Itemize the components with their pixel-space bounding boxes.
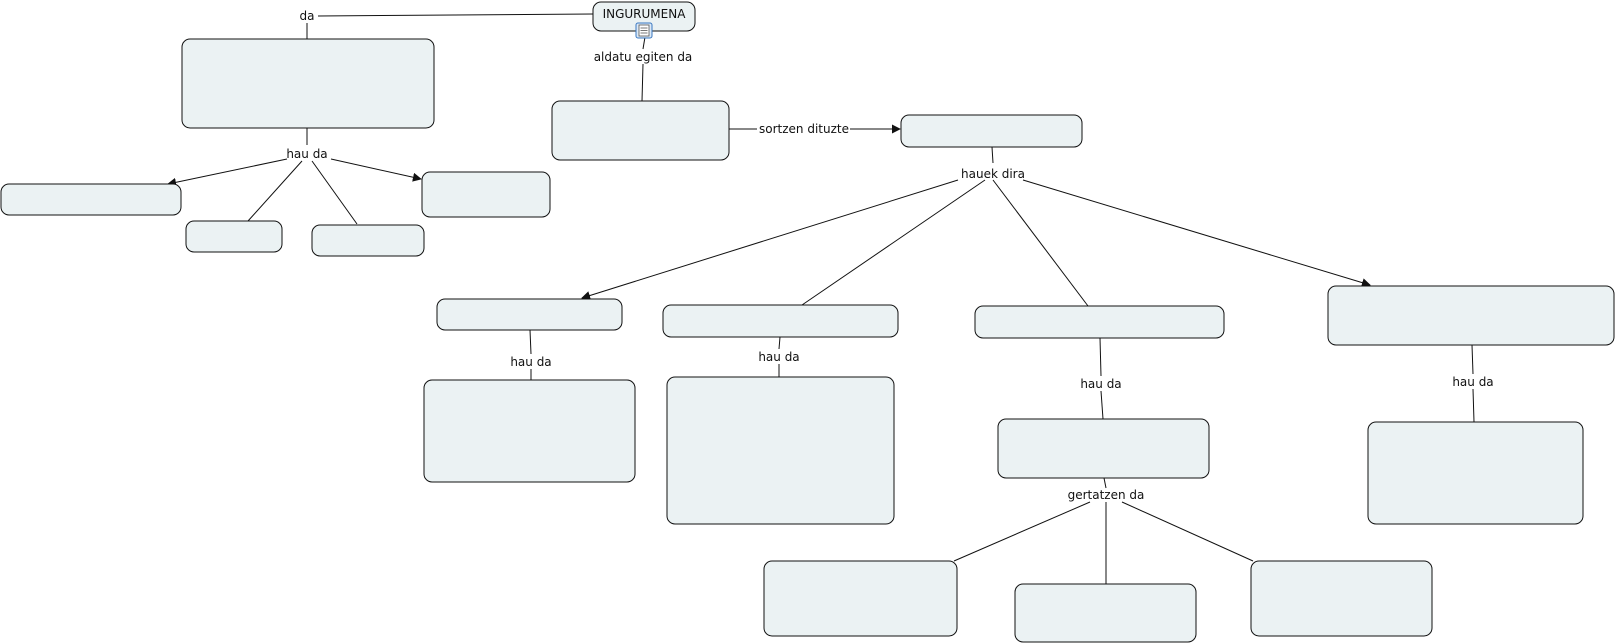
concept-node-left-d[interactable] bbox=[421, 171, 551, 218]
concept-node-left-b[interactable] bbox=[185, 220, 283, 253]
link-label-aldatu: aldatu egiten da bbox=[594, 50, 693, 64]
link-label-da: da bbox=[300, 9, 315, 23]
link-righttop-hauek bbox=[991, 146, 994, 164]
link-gertatzen-g1 bbox=[953, 501, 1091, 562]
link-label-hau-da-col4: hau da bbox=[1452, 375, 1493, 389]
concept-node-left-main[interactable] bbox=[181, 38, 435, 129]
link-hauek-c3 bbox=[992, 179, 1089, 307]
concept-node-left-c[interactable] bbox=[311, 224, 425, 257]
link-c3child-gertatzen bbox=[1103, 477, 1107, 489]
link-gertatzen-g3 bbox=[1121, 501, 1254, 562]
link-hauda-left3 bbox=[311, 160, 358, 225]
concept-node-col3[interactable] bbox=[974, 305, 1225, 339]
link-label-hau-da-col3: hau da bbox=[1080, 377, 1121, 391]
link-label-hau-da-left: hau da bbox=[286, 147, 327, 161]
link-label-hauek-dira: hauek dira bbox=[961, 167, 1025, 181]
link-hauek-c4 bbox=[1022, 179, 1371, 287]
link-hauek-c1 bbox=[581, 179, 959, 300]
link-hauda-left1 bbox=[167, 158, 288, 187]
link-c2-hauda bbox=[778, 336, 781, 350]
link-label-hau-da-col1: hau da bbox=[510, 355, 551, 369]
link-hauda-c3child bbox=[1100, 390, 1104, 420]
root-concept-label: INGURUMENA bbox=[603, 7, 687, 21]
link-hauek-c2 bbox=[801, 179, 986, 306]
link-root-da bbox=[317, 13, 594, 17]
concept-node-g3[interactable] bbox=[1250, 560, 1433, 637]
concept-node-col4-child[interactable] bbox=[1367, 421, 1584, 525]
concept-node-right-top[interactable] bbox=[900, 114, 1083, 148]
concept-node-col1[interactable] bbox=[436, 298, 623, 331]
link-hauda-left4 bbox=[330, 158, 422, 182]
link-label-sortzen: sortzen dituzte bbox=[759, 122, 849, 136]
linking-phrases: da aldatu egiten da hau da sortzen dituz… bbox=[286, 9, 1493, 502]
connections bbox=[167, 13, 1475, 584]
concept-node-col3-child[interactable] bbox=[997, 418, 1210, 479]
link-c1-hauda bbox=[529, 329, 532, 355]
concept-node-col2-child[interactable] bbox=[666, 376, 895, 525]
document-icon[interactable] bbox=[635, 22, 653, 39]
concept-node-col4[interactable] bbox=[1327, 285, 1615, 346]
concept-node-left-a[interactable] bbox=[0, 183, 182, 216]
link-hauda-c4child bbox=[1472, 388, 1475, 423]
concept-node-g1[interactable] bbox=[763, 560, 958, 637]
link-label-hau-da-col2: hau da bbox=[758, 350, 799, 364]
concept-node-col1-child[interactable] bbox=[423, 379, 636, 483]
concept-node-middle[interactable] bbox=[551, 100, 730, 161]
concept-node-g2[interactable] bbox=[1014, 583, 1197, 643]
link-c4-hauda bbox=[1471, 344, 1474, 375]
link-root-aldatu bbox=[642, 36, 646, 50]
link-c3-hauda bbox=[1099, 337, 1102, 377]
link-aldatu-box bbox=[641, 63, 644, 102]
concept-node-col2[interactable] bbox=[662, 304, 899, 338]
link-label-gertatzen-da: gertatzen da bbox=[1068, 488, 1145, 502]
link-hauda-left2 bbox=[247, 160, 303, 222]
